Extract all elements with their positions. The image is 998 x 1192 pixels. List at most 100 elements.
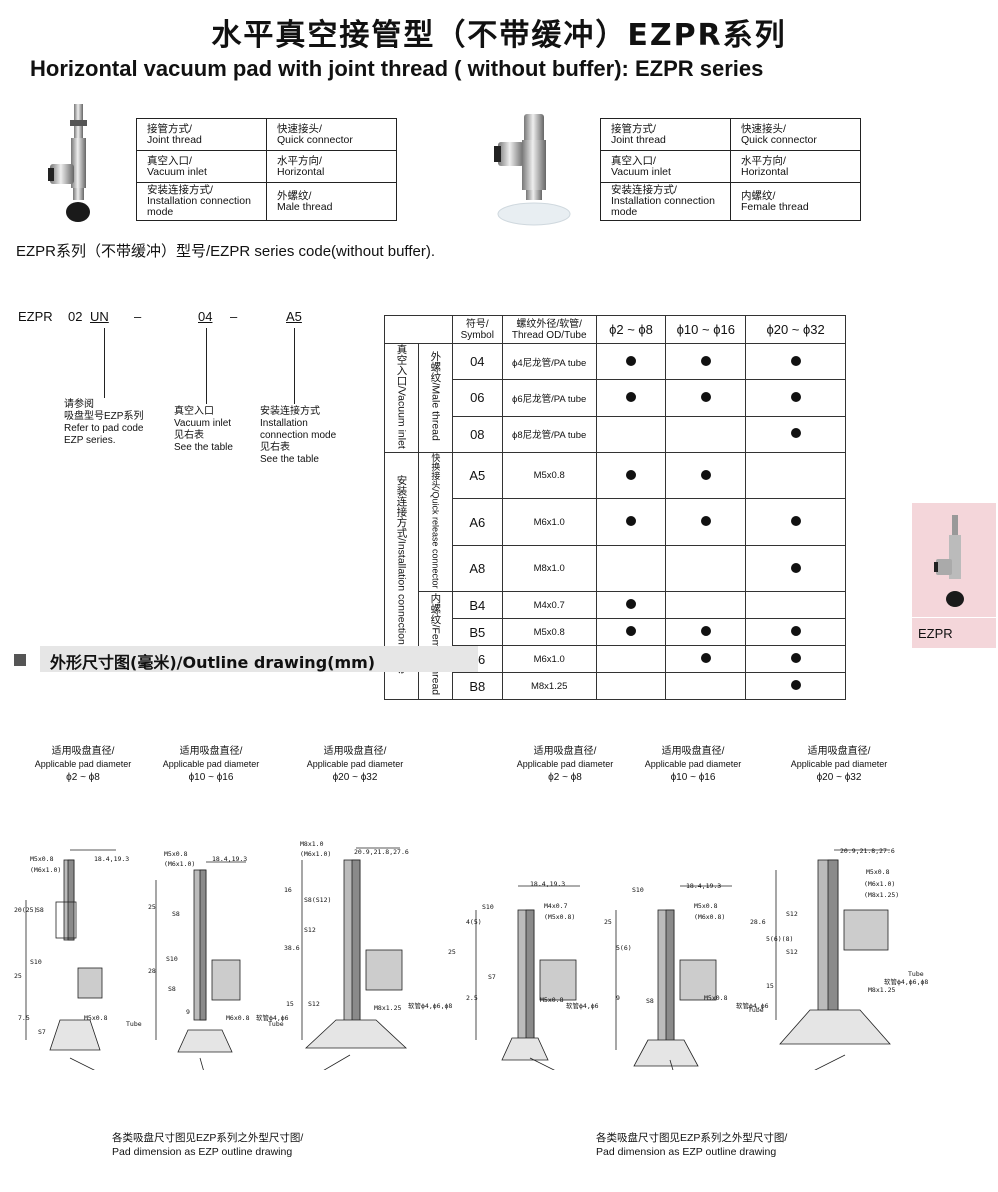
product-image-female-thread bbox=[494, 114, 571, 226]
dimension-label: 软管ϕ4,ϕ6 bbox=[256, 1014, 289, 1022]
availability-cell bbox=[595, 591, 667, 620]
dimension-label: S8 bbox=[646, 997, 654, 1005]
available-dot-icon bbox=[700, 469, 711, 480]
availability-cell bbox=[665, 379, 747, 417]
spec-cell: 安装连接方式/Installation connection mode bbox=[136, 182, 267, 221]
thread-cell: M5x0.8 bbox=[501, 451, 597, 500]
side-tab: EZPR bbox=[912, 503, 996, 648]
available-dot-icon bbox=[700, 516, 711, 527]
drawing-6 bbox=[775, 849, 891, 1045]
dimension-label: M6x0.8 bbox=[226, 1014, 250, 1022]
availability-cell bbox=[665, 618, 747, 647]
spec-cell: 水平方向/Horizontal bbox=[266, 150, 397, 183]
spec-cell: 真空入口/Vacuum inlet bbox=[600, 150, 731, 183]
dimension-label: S7 bbox=[488, 973, 496, 981]
dimension-label: M5x0.8 bbox=[30, 855, 54, 863]
availability-cell bbox=[665, 645, 747, 674]
availability-cell bbox=[665, 672, 747, 701]
availability-cell bbox=[745, 591, 846, 620]
dimension-label: M5x0.8 bbox=[704, 994, 728, 1002]
thread-cell: ϕ4尼龙管/PA tube bbox=[501, 342, 597, 381]
dimension-label: 9 bbox=[186, 1008, 190, 1016]
availability-cell bbox=[665, 451, 747, 500]
header-range-1: ϕ2 ~ ϕ8 bbox=[595, 315, 667, 344]
dimension-label: 25 bbox=[448, 948, 456, 956]
availability-cell bbox=[595, 379, 667, 417]
available-dot-icon bbox=[790, 562, 801, 573]
availability-cell bbox=[595, 544, 667, 593]
availability-cell bbox=[745, 342, 846, 381]
availability-cell bbox=[745, 415, 846, 453]
dimension-label: S7 bbox=[38, 1028, 46, 1036]
available-dot-icon bbox=[626, 355, 636, 366]
dimension-label: 15 bbox=[766, 982, 774, 990]
code-dash1: – bbox=[134, 309, 142, 324]
drawing-2 bbox=[155, 861, 246, 1053]
spec-cell: 外螺纹/Male thread bbox=[266, 182, 397, 221]
dimension-label: 5(6)(8) bbox=[766, 935, 794, 943]
square-icon bbox=[14, 654, 26, 666]
symbol-cell: 08 bbox=[451, 415, 503, 453]
dimension-label: 16 bbox=[284, 886, 292, 894]
dimension-label: 18.4,19.3 bbox=[94, 855, 130, 863]
availability-cell bbox=[595, 645, 667, 674]
spec-cell: 水平方向/Horizontal bbox=[730, 150, 861, 183]
side-product-image bbox=[934, 515, 964, 607]
availability-cell bbox=[745, 379, 846, 417]
dimension-label: 20.9,21.8,27.6 bbox=[354, 848, 409, 856]
page-title-en: Horizontal vacuum pad with joint thread … bbox=[30, 56, 764, 81]
available-dot-icon bbox=[700, 355, 711, 366]
table-corner bbox=[384, 315, 453, 344]
spec-cell: 接管方式/Joint thread bbox=[600, 118, 731, 151]
available-dot-icon bbox=[700, 653, 711, 664]
dimension-label: M5x0.8 bbox=[866, 868, 890, 876]
dimension-label: 20(25) bbox=[14, 906, 38, 914]
availability-cell bbox=[665, 591, 747, 620]
dimension-label: S10 bbox=[632, 886, 644, 894]
drawing-3 bbox=[301, 847, 408, 1049]
code-dash2: – bbox=[230, 309, 238, 324]
symbol-cell: B8 bbox=[451, 672, 503, 701]
symbol-cell: 06 bbox=[451, 379, 503, 417]
dimension-label: S8 bbox=[36, 906, 44, 914]
thread-cell: ϕ6尼龙管/PA tube bbox=[501, 379, 597, 417]
dimension-label: 软管ϕ4,ϕ6 bbox=[566, 1002, 599, 1010]
leader-line bbox=[104, 328, 105, 398]
thread-cell: M5x0.8 bbox=[501, 618, 597, 647]
header-range-3: ϕ20 ~ ϕ32 bbox=[745, 315, 846, 344]
available-dot-icon bbox=[790, 428, 801, 439]
available-dot-icon bbox=[626, 516, 636, 527]
header-thread: 螺纹外径/软管/Thread OD/Tube bbox=[501, 315, 597, 344]
dimension-label: 软管ϕ4,ϕ6 bbox=[736, 1002, 769, 1010]
available-dot-icon bbox=[790, 391, 801, 402]
symbol-cell: B4 bbox=[451, 591, 503, 620]
symbol-cell: B5 bbox=[451, 618, 503, 647]
dimension-label: (M6x1.0) bbox=[30, 866, 62, 874]
availability-cell bbox=[745, 544, 846, 593]
dimension-label: 18.4,19.3 bbox=[212, 855, 248, 863]
symbol-cell: 04 bbox=[451, 342, 503, 381]
dimension-label: Tube bbox=[908, 970, 924, 978]
dimension-label: 2.5 bbox=[466, 994, 478, 1002]
thread-cell: M8x1.25 bbox=[501, 672, 597, 701]
dimension-label: 15 bbox=[286, 1000, 294, 1008]
dimension-label: Tube bbox=[268, 1020, 284, 1028]
dimension-label: M8x1.25 bbox=[868, 986, 896, 994]
dimension-label: S12 bbox=[786, 948, 798, 956]
dimension-label: 4(5) bbox=[466, 918, 482, 926]
outline-heading: 外形尺寸图(毫米)/Outline drawing(mm) bbox=[50, 653, 376, 672]
dimension-label: (M6x1.0) bbox=[300, 850, 332, 858]
symbol-cell: A8 bbox=[451, 544, 503, 593]
dimension-label: (M8x1.25) bbox=[864, 891, 900, 899]
header-range-2: ϕ10 ~ ϕ16 bbox=[665, 315, 747, 344]
